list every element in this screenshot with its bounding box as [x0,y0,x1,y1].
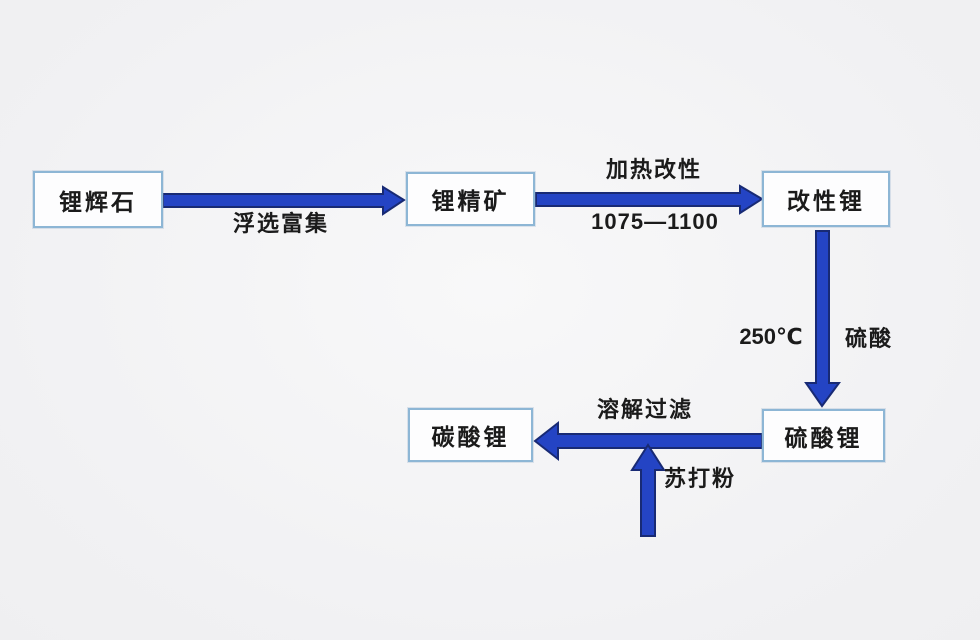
arrow-flotation [162,185,406,216]
arrow-sulfuric-acid-down [804,230,841,408]
edge-label-temperature-range: 1075—1100 [591,209,719,234]
edge-label-sulfuric-acid: 硫酸 [844,326,894,351]
edge-label-dissolve-filter: 溶解过滤 [596,397,694,422]
node-lithium-carbonate: 碳酸锂 [408,408,533,462]
edge-label-flotation: 浮选富集 [232,211,330,236]
node-spodumene: 锂辉石 [33,171,163,228]
arrow-soda-powder-up [630,443,666,537]
node-lithium-sulfate: 硫酸锂 [762,409,885,462]
edge-label-soda-powder: 苏打粉 [663,466,737,491]
edge-label-temp-250: 250℃ [739,324,803,349]
node-modified-lithium: 改性锂 [762,171,890,227]
arrow-dissolve-filter-left [533,420,763,462]
arrow-heating [535,184,764,215]
node-lithium-concentrate: 锂精矿 [406,172,535,226]
edge-label-heating: 加热改性 [605,157,703,182]
